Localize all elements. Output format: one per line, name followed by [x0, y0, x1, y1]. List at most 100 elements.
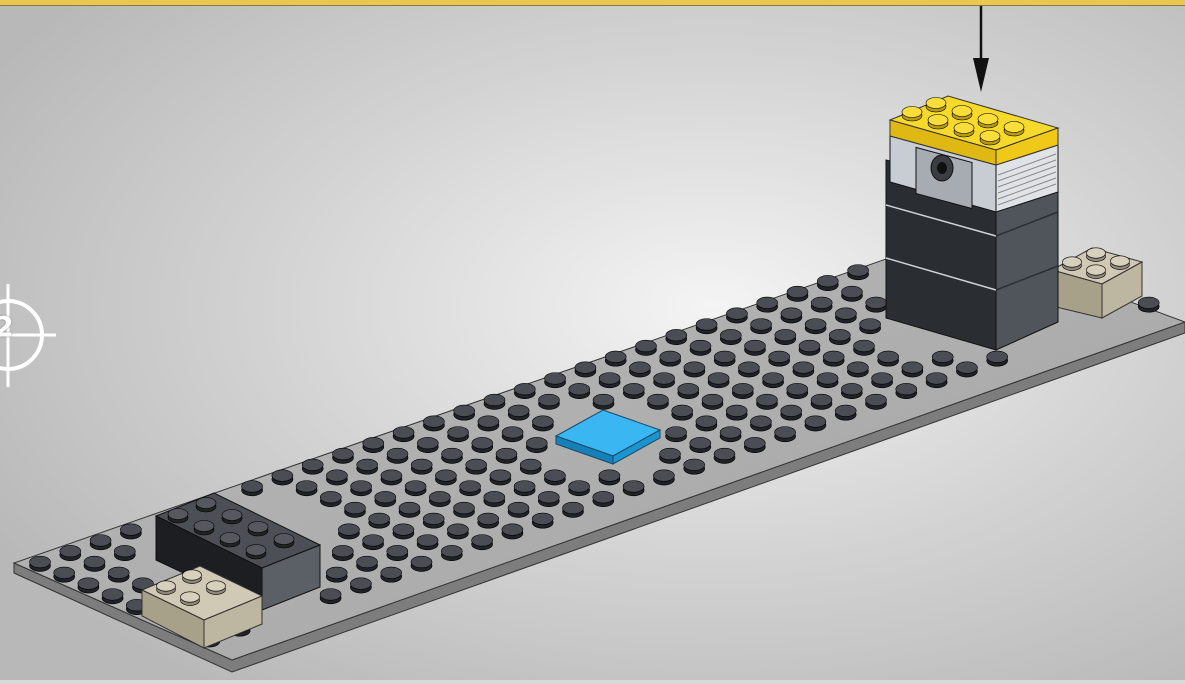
stud	[1111, 256, 1130, 270]
stud	[454, 405, 475, 420]
stud	[696, 416, 717, 431]
stud	[569, 383, 590, 398]
stud	[196, 498, 216, 513]
stud	[222, 510, 242, 525]
stud	[732, 383, 753, 398]
stud	[532, 416, 553, 431]
stud	[460, 481, 481, 496]
stud	[896, 383, 917, 398]
top-border	[0, 0, 1185, 6]
stud	[472, 437, 493, 452]
stud	[702, 394, 723, 409]
stud	[787, 383, 808, 398]
stud	[805, 319, 826, 334]
stud	[623, 481, 644, 496]
stud	[326, 567, 347, 582]
stud	[338, 524, 359, 539]
stud	[848, 265, 869, 280]
stud	[835, 308, 856, 323]
stud	[878, 351, 899, 366]
stud	[272, 470, 293, 485]
stud	[320, 491, 341, 506]
stud	[423, 416, 444, 431]
stud	[326, 470, 347, 485]
stud	[532, 513, 553, 528]
stud	[508, 405, 529, 420]
stud	[575, 362, 596, 377]
stud	[902, 107, 922, 122]
stud	[320, 589, 341, 604]
stud	[393, 427, 414, 442]
stud	[987, 351, 1008, 366]
stud	[363, 437, 384, 452]
stud	[1087, 248, 1106, 262]
stud	[829, 329, 850, 344]
stud	[811, 394, 832, 409]
stud	[720, 329, 741, 344]
stud	[744, 437, 765, 452]
stud	[956, 362, 977, 377]
stud	[636, 340, 657, 355]
stud	[593, 394, 614, 409]
stud	[429, 491, 450, 506]
stud	[745, 340, 766, 355]
stud	[763, 373, 784, 388]
stud	[1138, 297, 1159, 312]
stud	[932, 351, 953, 366]
step-number: 2	[0, 292, 26, 362]
stud	[980, 131, 1000, 146]
stud	[454, 502, 475, 517]
stud	[441, 545, 462, 560]
stud	[539, 394, 560, 409]
stud	[181, 592, 200, 606]
stud	[793, 362, 814, 377]
stud	[242, 481, 263, 496]
stud	[866, 394, 887, 409]
stud	[648, 394, 669, 409]
stud	[90, 535, 111, 550]
stud	[363, 535, 384, 550]
stud	[817, 373, 838, 388]
stud	[369, 513, 390, 528]
stud	[593, 491, 614, 506]
stud	[708, 373, 729, 388]
stud	[417, 535, 438, 550]
stud	[357, 459, 378, 474]
stud	[502, 524, 523, 539]
stud	[350, 578, 371, 593]
stud	[1087, 265, 1106, 279]
stud	[926, 373, 947, 388]
stud	[466, 459, 487, 474]
stud	[666, 427, 687, 442]
stud	[769, 351, 790, 366]
stud	[978, 114, 998, 129]
stud	[508, 502, 529, 517]
stud	[928, 115, 948, 130]
stud	[351, 481, 372, 496]
stud	[854, 340, 875, 355]
stud	[411, 556, 432, 571]
stud	[623, 383, 644, 398]
stud	[866, 297, 887, 312]
stud	[841, 383, 862, 398]
stud	[478, 513, 499, 528]
stud	[781, 308, 802, 323]
stud	[381, 470, 402, 485]
stud	[246, 545, 266, 560]
stud	[545, 373, 566, 388]
stud	[490, 470, 511, 485]
stud	[538, 491, 559, 506]
stud	[393, 524, 414, 539]
stud	[248, 522, 268, 537]
stud	[417, 437, 438, 452]
stud	[563, 502, 584, 517]
stud	[781, 405, 802, 420]
stud	[296, 481, 317, 496]
stud	[1063, 257, 1082, 271]
stud	[78, 578, 99, 593]
stud	[720, 427, 741, 442]
stud	[660, 448, 681, 463]
stud	[799, 340, 820, 355]
